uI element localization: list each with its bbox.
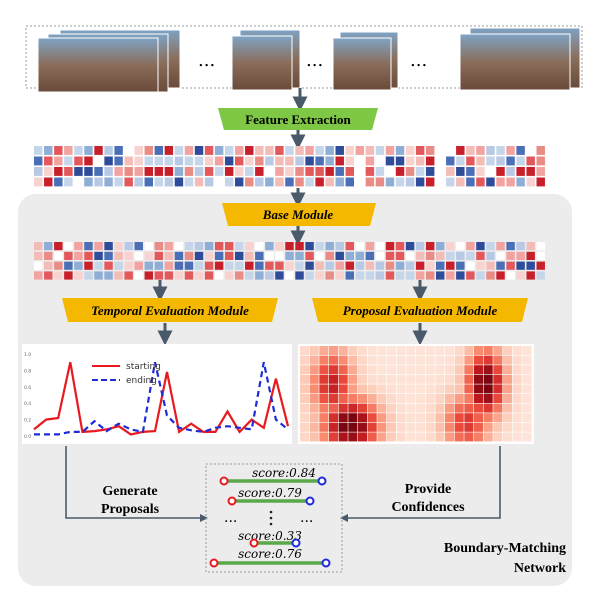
chart-y-tick: 1.0 [24, 352, 31, 358]
feature-sequence-grid [34, 146, 545, 187]
strip-ellipsis-1: ... [198, 50, 215, 71]
strip-ellipsis-3: ... [410, 50, 427, 71]
proposals-ellipsis-left: ... [224, 510, 237, 526]
proposal-bar-3 [249, 538, 301, 548]
frame-stack-2 [231, 29, 301, 91]
strip-ellipsis-2: ... [306, 50, 323, 71]
proposal-bar-2 [227, 496, 315, 506]
proposals-vertical-ellipsis [269, 510, 273, 526]
legend-label-ending: ending [126, 376, 157, 386]
generate-label-line1: Generate [102, 484, 157, 499]
proposals-ellipsis-right: ... [300, 510, 313, 526]
confidence-map-heatmap [298, 344, 534, 444]
temporal-module-label: Temporal Evaluation Module [91, 303, 249, 318]
proposals-box: score:0.84 score:0.79 ... ... score:0.33… [205, 463, 343, 573]
frame-stack-1 [37, 29, 181, 93]
proposal-evaluation-module-box: Proposal Evaluation Module [312, 298, 528, 322]
frame-stack-3 [332, 31, 399, 91]
provide-label-line2: Confidences [391, 500, 465, 515]
proposal-bar-4 [209, 558, 331, 568]
network-label-line2: Network [514, 561, 566, 576]
base-module-label: Base Module [262, 207, 334, 222]
base-module-box: Base Module [222, 203, 376, 226]
chart-y-tick: 0.6 [24, 385, 31, 391]
video-strip-border [25, 25, 583, 89]
proposal-score-2: score:0.79 [238, 486, 302, 500]
proposal-score-1: score:0.84 [252, 466, 316, 480]
legend-label-starting: starting [126, 362, 161, 372]
proposal-score-4: score:0.76 [238, 547, 302, 561]
video-frame-strip: ... ... ... [25, 25, 583, 93]
chart-y-tick: 0.4 [24, 401, 31, 407]
base-feature-grid [34, 242, 545, 280]
feature-extraction-label: Feature Extraction [245, 112, 351, 127]
network-label-line1: Boundary-Matching [444, 541, 566, 556]
chart-y-tick: 0.0 [24, 434, 31, 440]
starting-series-line [33, 361, 290, 436]
temporal-evaluation-module-box: Temporal Evaluation Module [62, 298, 278, 322]
provide-confidences-connector [340, 446, 501, 522]
proposals-box-border [205, 463, 343, 573]
proposal-module-label: Proposal Evaluation Module [343, 303, 498, 318]
frame-stack-4 [459, 27, 581, 91]
ending-series-line [34, 361, 289, 436]
chart-y-tick: 0.2 [24, 418, 31, 424]
generate-label-line2: Proposals [101, 502, 160, 517]
chart-background [22, 344, 292, 444]
feature-extraction-box: Feature Extraction [218, 108, 378, 130]
proposal-bar-1 [219, 476, 327, 486]
generate-proposals-connector [65, 446, 208, 522]
boundary-probability-chart: 1.0 0.8 0.6 0.4 0.2 0.0 starting ending [22, 344, 292, 444]
chart-y-tick: 0.8 [24, 368, 31, 374]
provide-label-line1: Provide [405, 482, 451, 497]
